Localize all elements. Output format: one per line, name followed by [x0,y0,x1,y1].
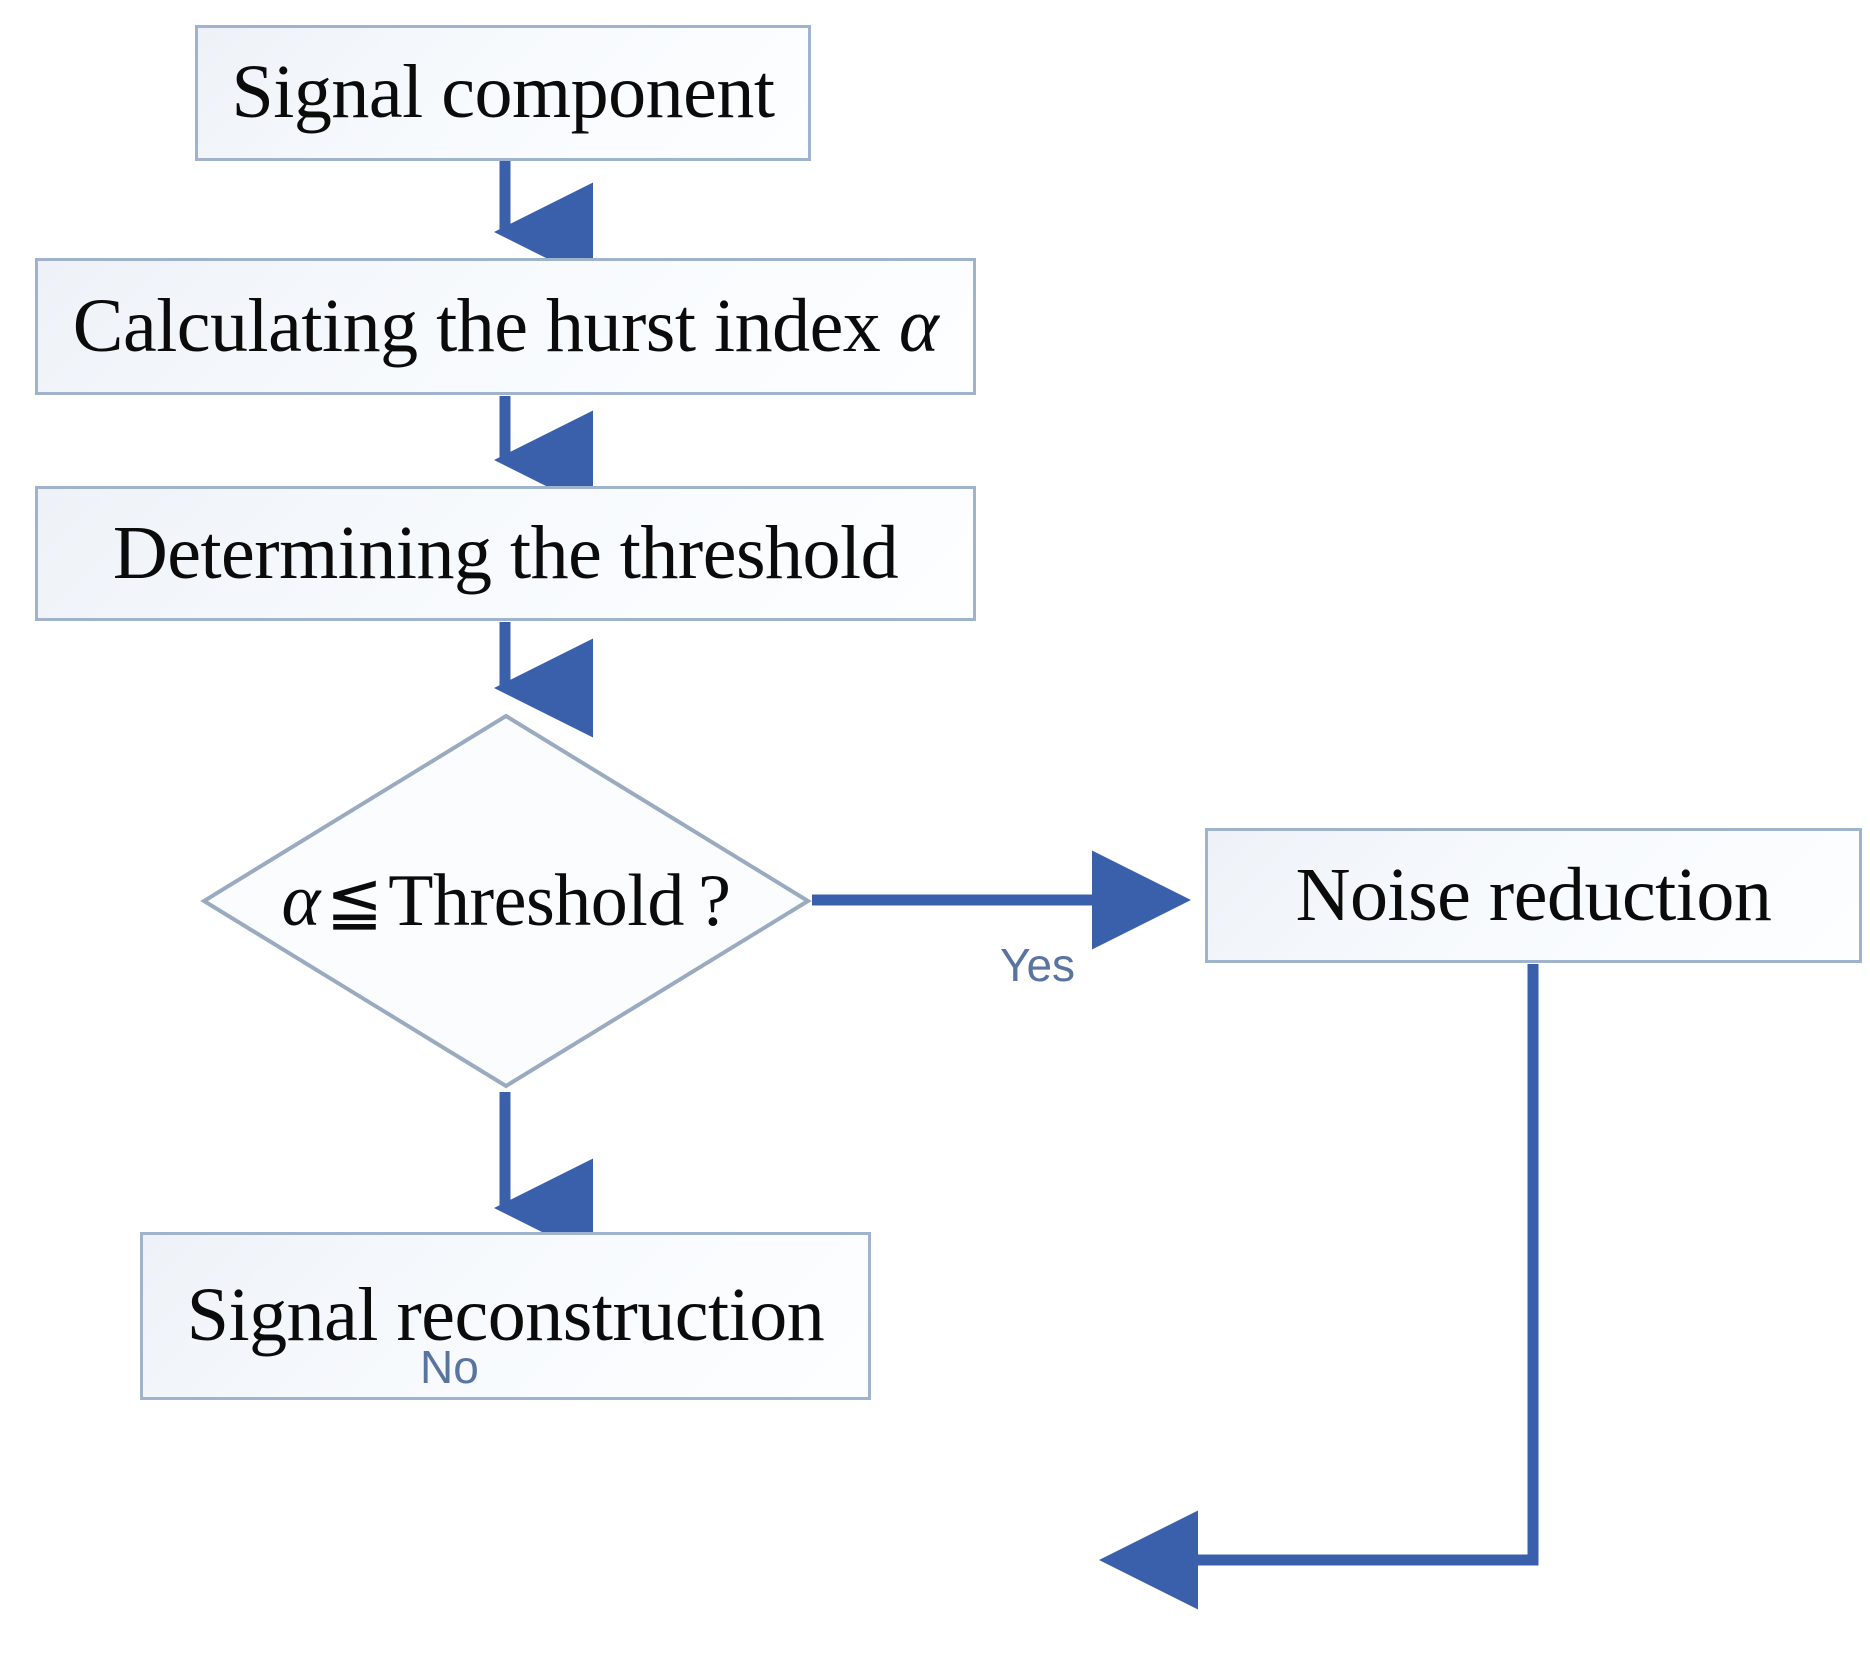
node-calculating-hurst-index-label: Calculating the hurst index α [72,283,939,368]
node-signal-reconstruction[interactable]: Signal reconstruction [140,1232,871,1400]
hurst-label-text: Calculating the hurst index [72,283,899,368]
edge-label-yes: Yes [1000,939,1076,991]
decision-operator-symbol: ≦ [325,861,383,941]
edge-label-no: No [420,1341,479,1393]
node-calculating-hurst-index[interactable]: Calculating the hurst index α [35,258,976,395]
node-signal-component-label: Signal component [231,50,775,135]
node-noise-reduction-label: Noise reduction [1295,852,1772,937]
node-decision-alpha-threshold[interactable]: α ≦ Threshold ? [200,712,812,1090]
node-determining-threshold[interactable]: Determining the threshold [35,486,976,621]
node-noise-reduction[interactable]: Noise reduction [1205,828,1862,963]
node-decision-label: α ≦ Threshold ? [200,712,812,1090]
node-determining-threshold-label: Determining the threshold [112,510,899,595]
edge-noise-reduction-to-signal-reconstruction [1099,964,1539,1610]
decision-diamond-shape [200,713,812,1089]
decision-threshold-text: Threshold ? [388,859,731,942]
node-signal-component[interactable]: Signal component [195,25,811,161]
node-signal-reconstruction-label: Signal reconstruction [186,1273,825,1358]
decision-alpha-symbol: α [281,859,320,942]
hurst-alpha-symbol: α [898,283,939,368]
